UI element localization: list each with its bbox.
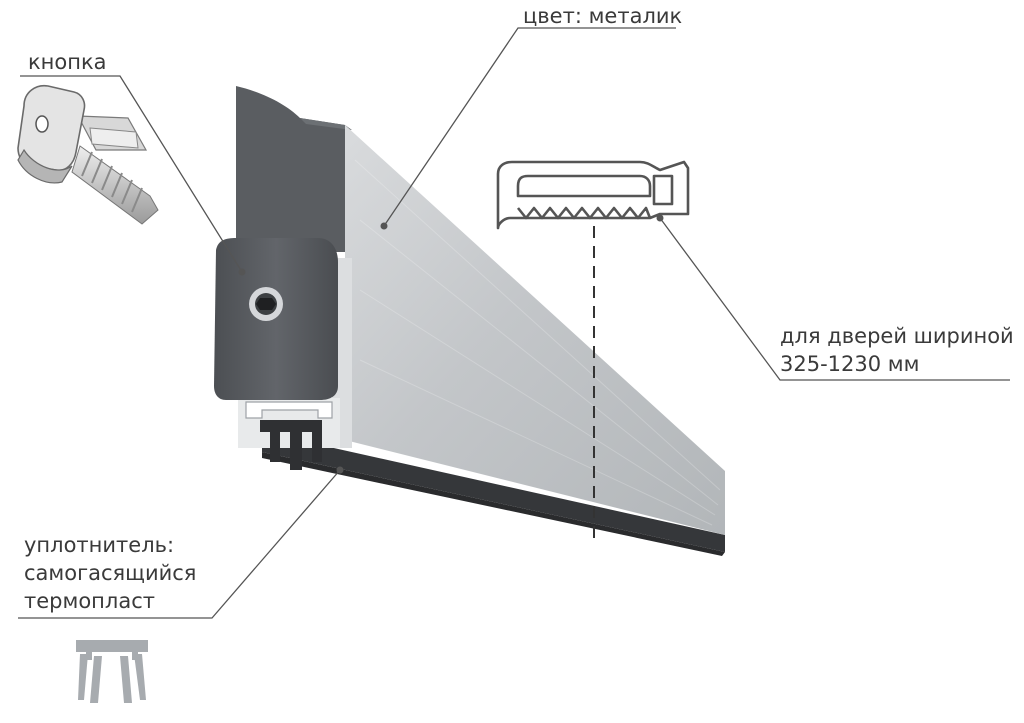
color-label: цвет: металик bbox=[523, 4, 683, 28]
threshold-seal-profile bbox=[214, 86, 725, 556]
brushed-texture bbox=[354, 159, 721, 526]
width-label-line2: 325-1230 мм bbox=[780, 352, 920, 376]
profile-t-rail bbox=[245, 401, 333, 419]
seal-label-line3: термопласт bbox=[24, 589, 155, 613]
hacksaw-icon bbox=[496, 160, 690, 230]
button-label: кнопка bbox=[28, 50, 107, 74]
leader-color bbox=[383, 27, 676, 227]
seal-label-line2: самогасящийся bbox=[24, 561, 197, 585]
leader-button bbox=[20, 75, 243, 273]
leader-lines bbox=[18, 27, 1010, 619]
seal-label-line1: уплотнитель: bbox=[24, 533, 175, 557]
seal-strip bbox=[262, 432, 725, 552]
profile-face bbox=[345, 125, 725, 535]
profile-back-plate-top bbox=[300, 118, 352, 130]
seal-strip-edge bbox=[262, 452, 725, 556]
leader-seal bbox=[18, 469, 341, 619]
seal-profile-icon bbox=[76, 640, 148, 703]
end-cap bbox=[214, 238, 338, 400]
seal-end-teeth bbox=[260, 420, 322, 470]
end-cap-hex-socket bbox=[256, 298, 276, 310]
screw-button-icon bbox=[17, 84, 159, 225]
width-label-line1: для дверей шириной bbox=[780, 324, 1014, 348]
leader-width bbox=[659, 217, 1010, 381]
profile-back-plate bbox=[236, 86, 352, 252]
